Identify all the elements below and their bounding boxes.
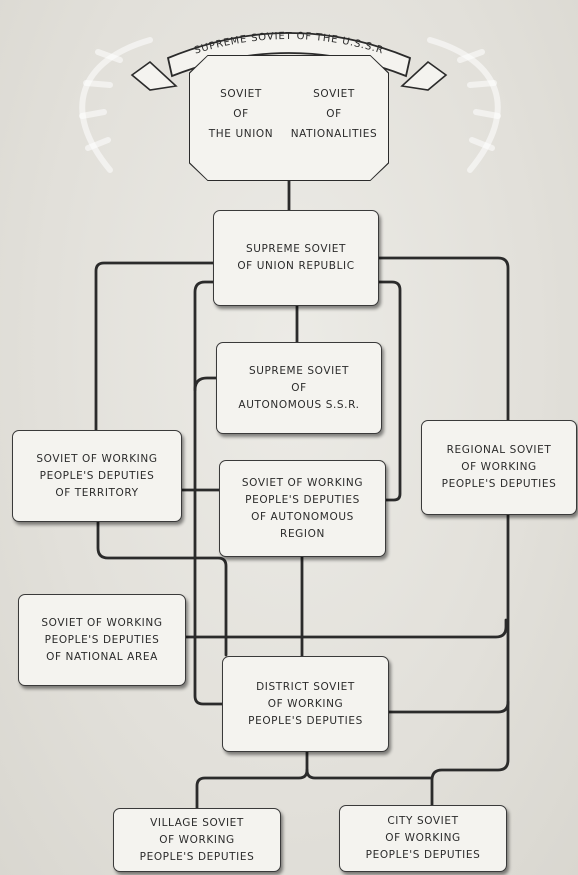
village-soviet: VILLAGE SOVIET OF WORKING PEOPLE'S DEPUTIE… xyxy=(113,808,281,872)
line-regional-to-district xyxy=(386,700,510,714)
label-line: REGION xyxy=(280,527,325,540)
soviet-of-nationalities: SOVIET OF NATIONALITIES xyxy=(288,84,380,144)
line-inner-right xyxy=(376,280,402,502)
label-line: PEOPLE'S DEPUTIES xyxy=(39,469,155,482)
label-line: OF WORKING xyxy=(385,832,461,844)
line-district-to-lower xyxy=(195,748,309,810)
label-line: PEOPLE'S DEPUTIES xyxy=(248,714,363,727)
label-line: NATIONALITIES xyxy=(290,128,378,140)
soviet-of-territory: SOVIET OF WORKING PEOPLE'S DEPUTIES OF TER… xyxy=(12,430,182,522)
label-line: SUPREME SOVIET xyxy=(248,364,350,377)
label-line: OF xyxy=(233,108,249,120)
label-line: OF NATIONAL AREA xyxy=(46,650,158,663)
label-line: OF TERRITORY xyxy=(55,486,139,499)
ussr-emblem-background xyxy=(190,56,388,180)
soviet-of-national-area: SOVIET OF WORKING PEOPLE'S DEPUTIES OF NAT… xyxy=(18,594,186,686)
label-line: AUTONOMOUS S.S.R. xyxy=(238,398,360,411)
label-line: OF WORKING xyxy=(461,461,537,473)
label-line: PEOPLE'S DEPUTIES xyxy=(365,849,481,861)
label-line: PEOPLE'S DEPUTIES xyxy=(44,633,160,646)
label-line: SOVIET OF WORKING xyxy=(41,616,163,629)
city-soviet: CITY SOVIET OF WORKING PEOPLE'S DEPUTIES xyxy=(339,805,507,872)
line-inner-left xyxy=(193,280,226,706)
label-line: OF WORKING xyxy=(159,833,235,846)
district-soviet: DISTRICT SOVIET OF WORKING PEOPLE'S DEPUTI… xyxy=(222,656,389,752)
supreme-soviet-union-republic: SUPREME SOVIET OF UNION REPUBLIC xyxy=(213,210,379,306)
regional-soviet: REGIONAL SOVIET OF WORKING PEOPLE'S DEPUTI… xyxy=(421,420,577,515)
label-line: PEOPLE'S DEPUTIES xyxy=(245,493,360,506)
label-line: SOVIET xyxy=(313,88,355,100)
label-line: PEOPLE'S DEPUTIES xyxy=(441,478,557,490)
line-to-assr-left xyxy=(193,376,219,392)
label-line: THE UNION xyxy=(208,128,274,140)
label-line: OF WORKING xyxy=(267,697,344,710)
label-line: SUPREME SOVIET xyxy=(245,243,347,255)
soviet-of-the-union: SOVIET OF THE UNION xyxy=(195,84,287,144)
label-line: SOVIET OF WORKING xyxy=(241,476,364,489)
line-national-area xyxy=(184,618,508,639)
soviet-of-autonomous-region: SOVIET OF WORKING PEOPLE'S DEPUTIES OF AUT… xyxy=(219,460,386,557)
label-line: CITY SOVIET xyxy=(387,815,459,827)
label-line: OF xyxy=(326,108,342,120)
label-line: SOVIET OF WORKING xyxy=(36,452,158,465)
label-line: OF xyxy=(291,381,307,394)
line-regional-down xyxy=(430,513,510,807)
label-line: DISTRICT SOVIET xyxy=(256,680,355,693)
line-district-to-city xyxy=(305,768,434,780)
line-right-outer xyxy=(376,256,510,422)
label-line: VILLAGE SOVIET xyxy=(150,816,244,829)
label-line: PEOPLE'S DEPUTIES xyxy=(139,850,255,863)
label-line: OF UNION REPUBLIC xyxy=(237,260,355,272)
label-line: OF AUTONOMOUS xyxy=(251,510,354,523)
label-line: REGIONAL SOVIET xyxy=(446,444,552,456)
line-left-outer xyxy=(94,261,218,434)
supreme-soviet-autonomous-ssr: SUPREME SOVIET OF AUTONOMOUS S.S.R. xyxy=(216,342,382,434)
label-line: SOVIET xyxy=(220,88,262,100)
wreath-decoration xyxy=(79,37,501,173)
line-territory-down xyxy=(96,520,228,657)
